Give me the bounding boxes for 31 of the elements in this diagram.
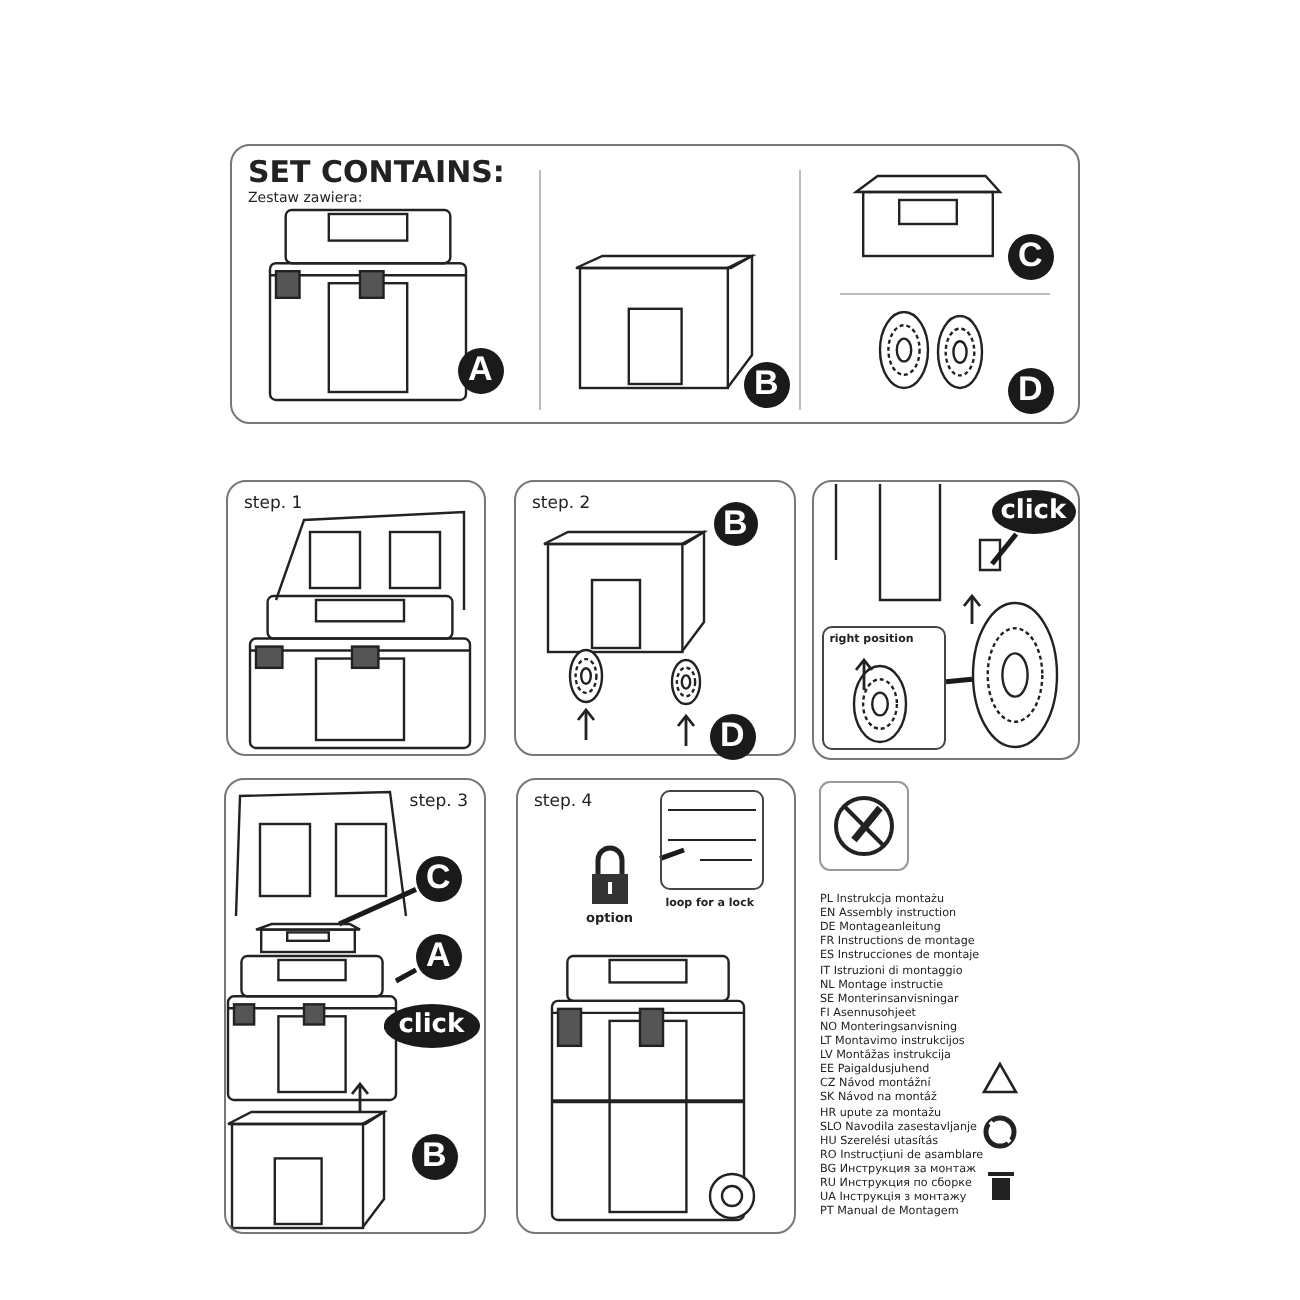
part-letter-badge: B — [713, 501, 758, 546]
panel-heading: SET CONTAINS: — [248, 154, 505, 190]
instruction-panel — [230, 144, 1080, 424]
instruction-panel — [516, 778, 796, 1234]
part-letter-badge: C — [415, 855, 462, 902]
panel-heading: step. 2 — [532, 494, 591, 514]
instruction-panel — [514, 480, 796, 756]
part-letter-badge: C — [1007, 233, 1054, 280]
part-letter-badge: A — [457, 347, 504, 394]
part-letter-badge: D — [709, 713, 756, 760]
wheel-drawing — [971, 601, 1058, 748]
panel-heading: step. 3 — [409, 792, 468, 812]
instruction-panel — [224, 778, 486, 1234]
leader-line — [394, 967, 418, 984]
part-letter-badge: B — [743, 361, 790, 408]
leader-line — [659, 847, 685, 861]
leader-line — [945, 676, 973, 685]
click-callout: click — [991, 489, 1076, 534]
part-letter-badge: B — [411, 1133, 458, 1180]
toolbox-drawing — [227, 955, 396, 1100]
detail-inset — [821, 625, 946, 750]
panel-heading: step. 4 — [534, 792, 593, 812]
instruction-panel — [226, 480, 486, 756]
part-letter-badge: D — [1007, 367, 1054, 414]
leader-line — [338, 887, 418, 927]
panel-heading: step. 1 — [244, 494, 303, 514]
instruction-panel — [812, 480, 1080, 760]
tray-drawing — [255, 923, 360, 952]
leader-line — [990, 532, 1019, 566]
click-callout: click — [383, 1003, 480, 1048]
part-letter-badge: A — [415, 933, 462, 980]
